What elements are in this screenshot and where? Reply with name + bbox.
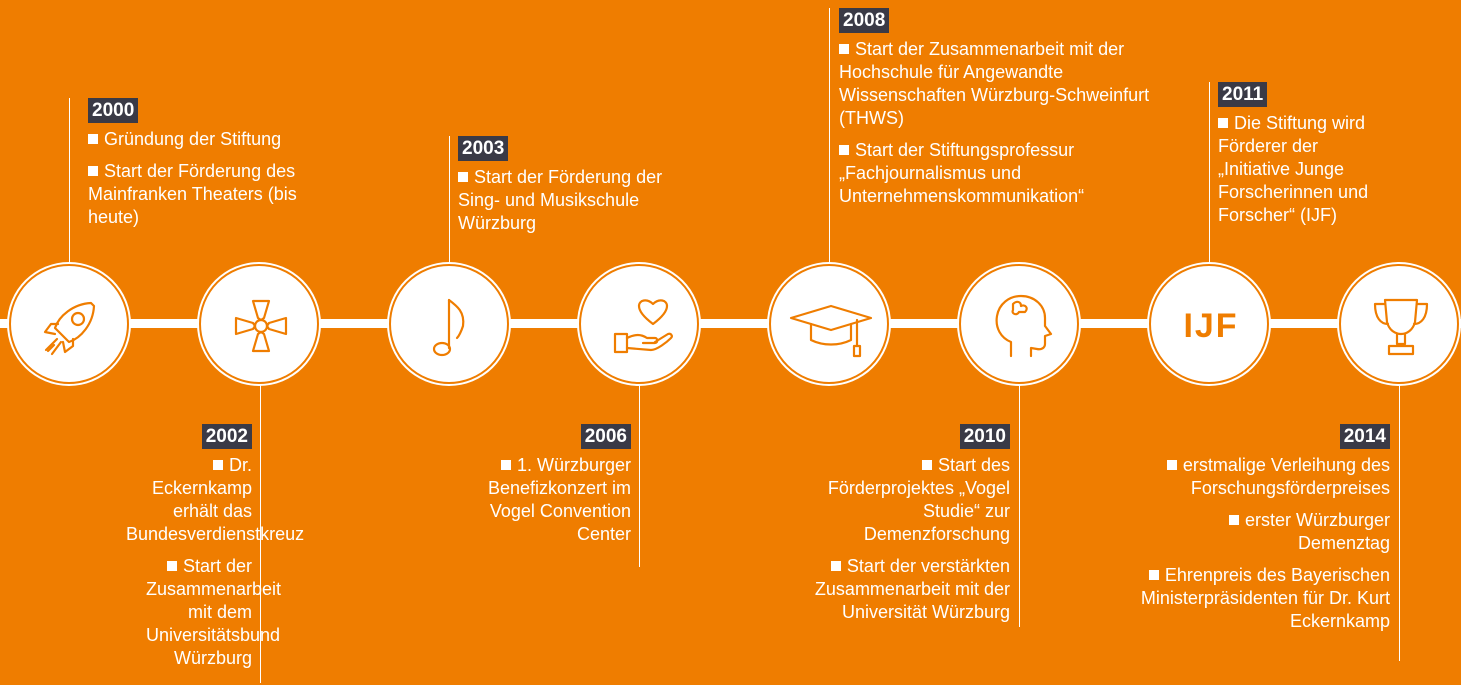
year-label: 2014 [1339, 424, 1390, 449]
milestone-item: Start der Stiftungsprofessur „Fachjourna… [839, 140, 1085, 206]
connector-2006 [639, 385, 640, 567]
milestone-2002: 2002 Dr. Eckernkamp erhält das Bundesver… [66, 424, 305, 679]
bullet-icon [839, 44, 849, 54]
year-label: 2008 [839, 8, 890, 33]
milestone-item: Ehrenpreis des Bayerischen Ministerpräsi… [1140, 565, 1390, 631]
milestone-item: Start der verstärkten Zusammenarbeit mit… [814, 556, 1010, 622]
milestone-2014: 2014 erstmalige Verleihung des Forschung… [1100, 424, 1390, 642]
bullet-icon [166, 561, 177, 571]
bullet-icon [1148, 570, 1159, 580]
bullet-icon [830, 561, 841, 571]
music-note-icon [389, 264, 509, 384]
milestone-item: Dr. Eckernkamp erhält das Bundesverdiens… [126, 455, 305, 544]
milestone-item: erstmalige Verleihung des Forschungsförd… [1100, 454, 1390, 500]
milestone-item: Start der Förderung des Mainfranken Thea… [88, 161, 297, 227]
milestone-item: Start der Förderung der Sing- und Musiks… [458, 167, 663, 233]
milestone-2011: 2011 Die Stiftung wird Förderer der „Ini… [1218, 82, 1388, 236]
milestone-2000: 2000 Gründung der Stiftung Start der För… [88, 98, 348, 238]
bullet-icon [88, 166, 98, 176]
connector-2011 [1209, 82, 1210, 266]
milestone-2003: 2003 Start der Förderung der Sing- und M… [458, 136, 688, 244]
connector-2000 [69, 98, 70, 266]
bullet-icon [458, 172, 468, 182]
head-puzzle-icon [959, 264, 1079, 384]
year-label: 2010 [959, 424, 1010, 449]
connector-2003 [449, 136, 450, 266]
milestone-item: Start der Zusammenarbeit mit dem Univers… [146, 556, 282, 668]
bullet-icon [500, 460, 511, 470]
rocket-icon [9, 264, 129, 384]
heart-hand-icon [579, 264, 699, 384]
milestone-item: Start der Zusammenarbeit mit der Hochsch… [839, 39, 1150, 128]
ijf-logo-text: IJF [1183, 306, 1239, 345]
graduation-cap-icon [769, 264, 889, 384]
bullet-icon [1228, 515, 1239, 525]
connector-2002 [260, 385, 261, 683]
year-label: 2011 [1218, 82, 1268, 107]
year-label: 2006 [580, 424, 631, 449]
bullet-icon [212, 460, 223, 470]
milestone-item: Gründung der Stiftung [88, 128, 348, 151]
milestone-2006: 2006 1. Würzburger Benefizkonzert im Vog… [441, 424, 631, 555]
bullet-icon [921, 460, 932, 470]
bullet-icon [88, 134, 98, 144]
bullet-icon [1166, 460, 1177, 470]
milestone-item: Start des Förderprojektes „Vogel Studie“… [827, 455, 1010, 544]
year-label: 2002 [201, 424, 252, 449]
bullet-icon [839, 145, 849, 155]
cross-icon [199, 264, 319, 384]
milestone-2008: 2008 Start der Zusammenarbeit mit der Ho… [839, 8, 1159, 217]
year-label: 2000 [88, 98, 139, 123]
milestone-item: erster Würzburger Demenztag [1220, 509, 1390, 555]
milestone-item: 1. Würzburger Benefizkonzert im Vogel Co… [487, 455, 631, 544]
milestone-item: Die Stiftung wird Förderer der „Initiati… [1218, 113, 1369, 225]
timeline-line [0, 319, 1461, 328]
milestone-2010: 2010 Start des Förderprojektes „Vogel St… [760, 424, 1010, 633]
bullet-icon [1218, 118, 1228, 128]
connector-2008 [829, 8, 830, 266]
trophy-icon [1339, 264, 1459, 384]
ijf-logo: IJF [1149, 264, 1269, 384]
connector-2010 [1019, 385, 1020, 627]
connector-2014 [1399, 385, 1400, 661]
year-label: 2003 [458, 136, 509, 161]
